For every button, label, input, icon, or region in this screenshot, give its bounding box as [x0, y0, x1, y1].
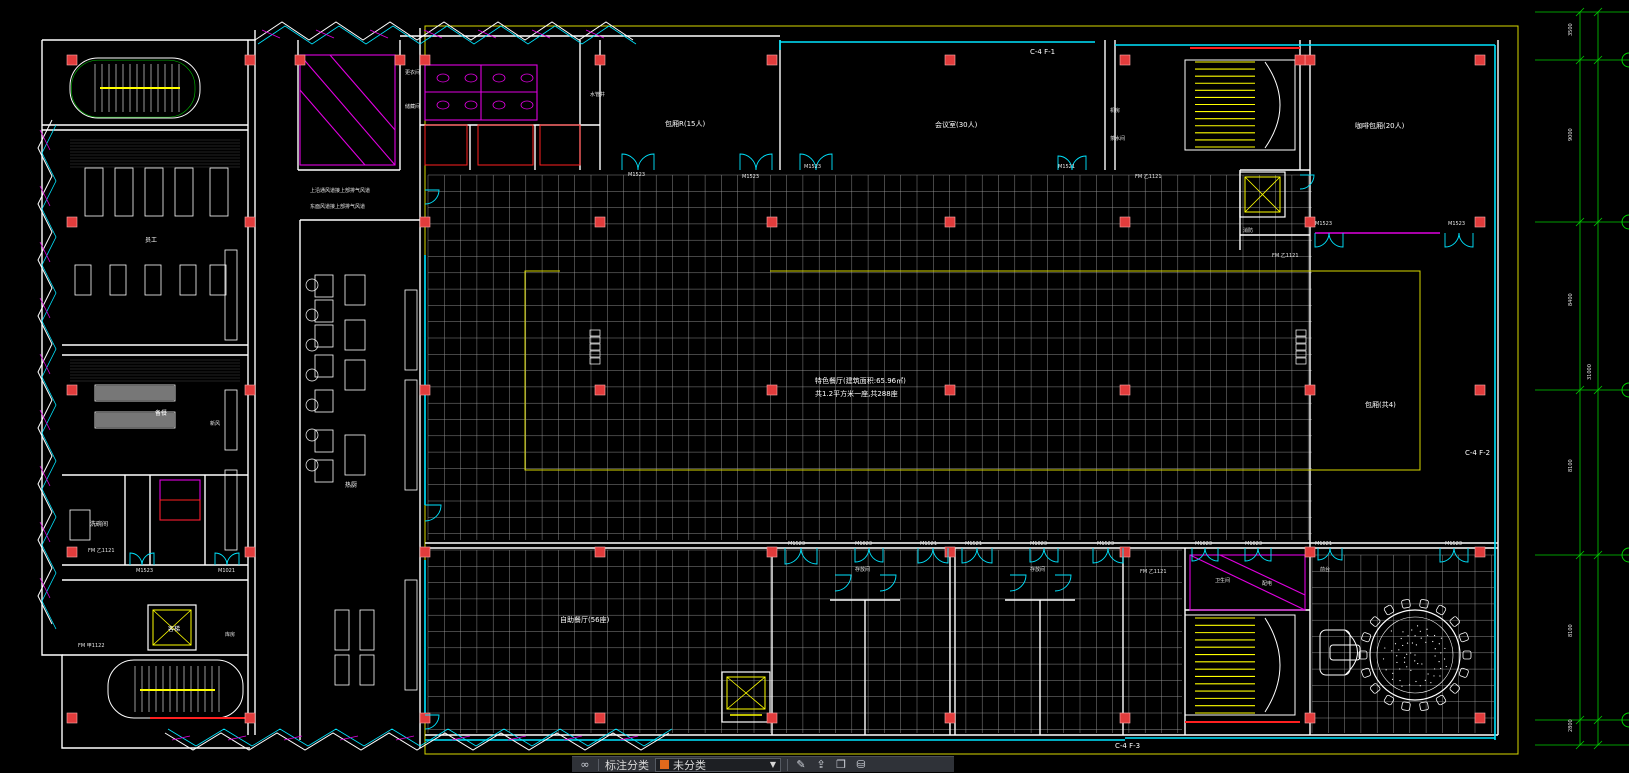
store-a-label: 存放间 — [855, 566, 870, 573]
elevator-right — [1239, 171, 1286, 218]
elevator-bottom — [721, 671, 771, 723]
door-tag: M1523 — [136, 568, 153, 574]
note-a: 上沿通风道接上部排气风道 — [310, 187, 370, 194]
room-small-3: 储藏间 — [405, 103, 420, 110]
door-tag: M1523 — [742, 174, 759, 180]
elevator-left — [147, 604, 197, 651]
room-small-8: 配电 — [1262, 580, 1272, 587]
room-small-10: 水管井 — [590, 91, 605, 98]
door-swings — [129, 153, 1474, 730]
store-b-label: 存放间 — [1030, 566, 1045, 573]
toolbar-separator — [787, 758, 788, 771]
room-small-1: 库房 — [225, 631, 235, 638]
door-tag: M1523 — [1097, 541, 1114, 547]
room-label-r3: 咖啡包厢(20人) — [1355, 121, 1405, 130]
dimension-value: 3500 — [1568, 23, 1574, 36]
room-labels: 包厢R(15人) 会议室(30人) 咖啡包厢(20人) 特色餐厅(建筑面积:65… — [90, 69, 1405, 638]
door-tag: M1521 — [1058, 164, 1075, 170]
floor-tile-grid-bottom — [427, 549, 1182, 733]
door-tag: M1023 — [1030, 541, 1047, 547]
lobby-label: 前台 — [1320, 566, 1330, 573]
annotation-toolbar: ∞ 标注分类 未分类 ▼ ✎ ⇪ ❐ ⛁ — [572, 756, 954, 772]
door-tag: M1021 — [1315, 541, 1332, 547]
door-tag: FM 乙1121 — [1135, 173, 1162, 180]
note-b: 东面风道接上部排气风道 — [310, 203, 365, 210]
toilet-fixtures — [159, 54, 1306, 611]
link-icon[interactable]: ∞ — [580, 757, 590, 771]
dimension-value: 8100 — [1568, 624, 1574, 637]
dimension-value: 8100 — [1568, 459, 1574, 472]
edit-icon[interactable]: ✎ — [796, 757, 806, 771]
axis-tag-top: C-4 F-1 — [1030, 48, 1055, 56]
kitchen-wash-label: 洗碗间 — [90, 520, 108, 528]
dimension-value: 2800 — [1568, 719, 1574, 732]
hall-right-label: 包厢(共4) — [1365, 400, 1396, 409]
share-icon[interactable]: ⇪ — [816, 757, 826, 771]
stair-top-left — [69, 57, 201, 119]
room-label-r2: 会议室(30人) — [935, 120, 978, 129]
door-tag: M1523 — [804, 164, 821, 170]
axis-tags: C-4 F-1 C-4 F-2 C-4 F-3 — [1030, 48, 1490, 750]
door-tag: FM 乙1121 — [1140, 568, 1167, 575]
door-tag: M1523 — [1445, 541, 1462, 547]
category-dropdown[interactable]: 未分类 ▼ — [655, 757, 781, 772]
door-tag: M1021 — [218, 568, 235, 574]
kitchen-equipment — [69, 73, 1307, 691]
door-tag: M1521 — [965, 541, 982, 547]
elevator-label: 客梯 — [168, 625, 180, 633]
room-small-4: 机房 — [1110, 107, 1120, 114]
dimension-lines: 3500 9000 8400 8100 8100 2800 31000 — [1535, 7, 1629, 750]
door-tag: FM 乙1121 — [88, 547, 115, 554]
structural-columns — [66, 54, 1486, 724]
banquet-round-table — [1358, 599, 1472, 711]
door-tag: M1023 — [1245, 541, 1262, 547]
hall-ceiling-outline — [524, 270, 1421, 471]
category-color-swatch — [660, 760, 669, 769]
room-label-r1: 包厢R(15人) — [665, 119, 706, 128]
hall-subtitle: 共1.2平方米一座,共288座 — [815, 389, 898, 398]
dimension-value: 9000 — [1568, 128, 1574, 141]
toilet-red-stalls — [159, 124, 581, 521]
stair-top-right — [1184, 47, 1300, 151]
toolbar-separator — [598, 758, 599, 771]
dimension-total: 31000 — [1587, 364, 1593, 380]
door-tag: M1523 — [1315, 221, 1332, 227]
stair-bottom-right — [1184, 614, 1300, 723]
door-tags: M1523 M1523 M1523 M1521 M1523 M1523 M152… — [78, 164, 1465, 649]
door-tag: M1523 — [1448, 221, 1465, 227]
axis-tag-bottom: C-4 F-3 — [1115, 742, 1140, 750]
room-small-2: 更衣间 — [405, 69, 420, 76]
door-tag: M1523 — [788, 541, 805, 547]
door-tag: M1521 — [920, 541, 937, 547]
dimension-value: 8400 — [1568, 293, 1574, 306]
staff-label: 员工 — [145, 237, 157, 244]
door-tag: M1023 — [855, 541, 872, 547]
chevron-down-icon: ▼ — [769, 760, 776, 769]
door-tag: M1023 — [1195, 541, 1212, 547]
room-small-5: 茶水间 — [1110, 135, 1125, 142]
copy-icon[interactable]: ❐ — [836, 757, 846, 771]
door-tag: FM 乙1121 — [1272, 252, 1299, 259]
axis-tag-right: C-4 F-2 — [1465, 449, 1490, 457]
floor-tile-grid — [427, 174, 1312, 540]
room-small-7: 卫生间 — [1215, 577, 1230, 584]
door-tag: FM 甲1122 — [78, 643, 105, 649]
hall-title: 特色餐厅(建筑面积:65.96㎡) — [815, 376, 906, 385]
room-small-6: 消防 — [1243, 227, 1253, 234]
zigzag-facade — [37, 21, 673, 751]
lobby-sofa — [1319, 629, 1361, 676]
kitchen-cook-label: 热厨 — [345, 481, 357, 489]
room-small-9: 新风 — [210, 420, 220, 427]
dining-bottom-label: 自助餐厅(56座) — [560, 615, 610, 624]
door-tag: M1523 — [628, 172, 645, 178]
database-icon[interactable]: ⛁ — [856, 757, 866, 771]
toolbar-title: 标注分类 — [605, 758, 649, 772]
stair-bottom-left — [107, 659, 245, 719]
category-value: 未分类 — [673, 758, 706, 772]
kitchen-main-label: 备餐 — [155, 409, 167, 417]
